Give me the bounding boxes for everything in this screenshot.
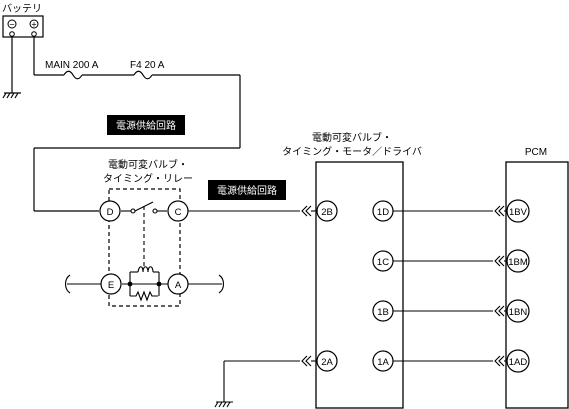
pcm-terminal-1ad	[506, 349, 530, 373]
pcm-terminal-1bm-label: 1BM	[508, 257, 528, 268]
connector-arrow-1bv	[494, 205, 505, 217]
connector-arrow-2a	[301, 355, 312, 367]
battery: バッテリ − +	[2, 3, 44, 38]
battery-plus-post	[31, 31, 37, 37]
driver-title-line2: タイミング・モータ／ドライバ	[282, 145, 422, 158]
power-circuit-tag-1	[107, 115, 185, 135]
connector-arrow-1ad	[494, 355, 505, 367]
pcm-title: PCM	[525, 147, 547, 158]
pcm-terminal-1bn-label: 1BN	[509, 307, 528, 318]
wire-2a-ground	[214, 355, 317, 408]
driver-terminal-1c-label: 1C	[377, 257, 389, 268]
main-fuse-label: MAIN 200 A	[45, 60, 99, 71]
relay-coil-wires	[64, 274, 225, 294]
relay-title-line1: 電動可変バルブ・	[108, 158, 188, 171]
battery-plus-sign: +	[31, 20, 36, 30]
relay-terminal-d-label: D	[107, 207, 114, 218]
driver-title-line1: 電動可変バルブ・	[312, 131, 392, 144]
power-circuit-tag-2-label: 電源供給回路	[217, 184, 277, 197]
driver-terminal-2a-label: 2A	[321, 357, 333, 368]
relay-terminal-d	[99, 200, 121, 222]
f4-fuse-symbol	[133, 70, 153, 80]
relay-terminal-e-label: E	[108, 280, 114, 291]
driver-terminal-1b-label: 1B	[377, 307, 389, 318]
relay-terminal-c-label: C	[175, 207, 182, 218]
wire-break-left	[64, 274, 71, 294]
f4-fuse-label: F4 20 A	[130, 60, 165, 71]
wire-break-right	[218, 274, 225, 294]
pcm-terminal-1bn	[506, 299, 530, 323]
relay-title-line2: タイミング・リレー	[103, 172, 193, 185]
battery-ground	[2, 37, 21, 99]
power-circuit-tag-1-label: 電源供給回路	[116, 119, 176, 132]
pcm-terminal-1bv-label: 1BV	[509, 207, 528, 218]
connector-arrow-1bn	[494, 305, 505, 317]
battery-minus-sign: −	[9, 20, 14, 30]
relay-junction-left	[127, 281, 133, 287]
connector-arrow-1bm	[494, 255, 505, 267]
pcm-terminal-1bm	[506, 249, 530, 273]
power-supply-wire	[33, 37, 241, 212]
relay-coil-symbol	[137, 266, 154, 273]
driver-terminal-2b-label: 2B	[321, 207, 333, 218]
driver-terminal-2b	[316, 200, 338, 222]
battery-minus-post	[9, 31, 15, 37]
battery-minus-terminal	[7, 19, 17, 29]
connector-arrow-2b	[301, 205, 312, 217]
pcm-terminal-1ad-label: 1AD	[509, 357, 528, 368]
relay: D C E A	[99, 188, 189, 307]
relay-junction-right	[156, 281, 162, 287]
driver-terminal-1a-label: 1A	[377, 357, 389, 368]
main-fuse-symbol	[63, 70, 83, 80]
power-circuit-tag-2	[208, 180, 286, 200]
relay-terminal-a-label: A	[175, 280, 182, 291]
wire-c-to-2b	[188, 205, 318, 217]
driver-terminal-1d-label: 1D	[377, 207, 389, 218]
relay-resistor-symbol	[130, 290, 158, 302]
signal-wires	[393, 205, 507, 367]
pcm-terminal-1bv	[506, 199, 530, 223]
battery-plus-terminal	[29, 19, 39, 29]
battery-label: バッテリ	[2, 3, 42, 15]
